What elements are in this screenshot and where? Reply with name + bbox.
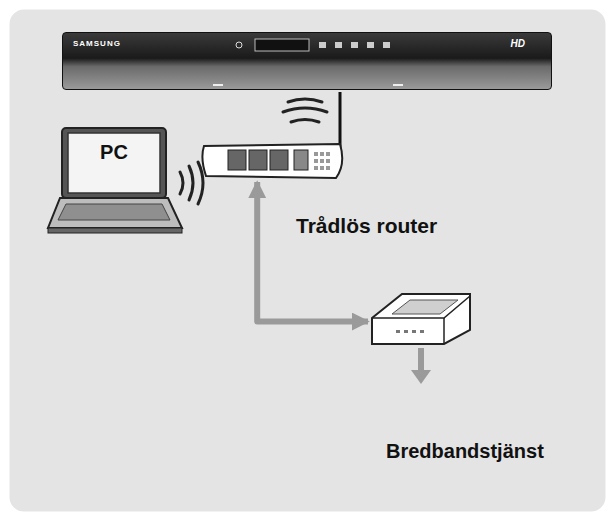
device-label: Bredbandstjänst — [386, 440, 544, 463]
laptop-screen: PC — [68, 133, 160, 193]
brand-logo: SAMSUNG — [73, 39, 121, 48]
player-details — [63, 33, 551, 89]
blu-ray-player: SAMSUNG HD — [62, 32, 552, 90]
device-label: Trådlös router — [296, 214, 437, 238]
router-illustration — [202, 92, 342, 178]
wireless-router: Trådlös router — [204, 144, 344, 178]
broadband-modem: Bredbandstjänst — [372, 294, 470, 344]
modem-illustration — [372, 294, 470, 384]
wireless-signal — [180, 162, 203, 204]
device-label: PC — [100, 141, 128, 164]
background-panel — [8, 8, 607, 513]
laptop-illustration — [48, 128, 182, 233]
hd-logo: HD — [511, 38, 525, 49]
wireless-signal — [283, 99, 327, 122]
network-cable — [257, 182, 368, 322]
